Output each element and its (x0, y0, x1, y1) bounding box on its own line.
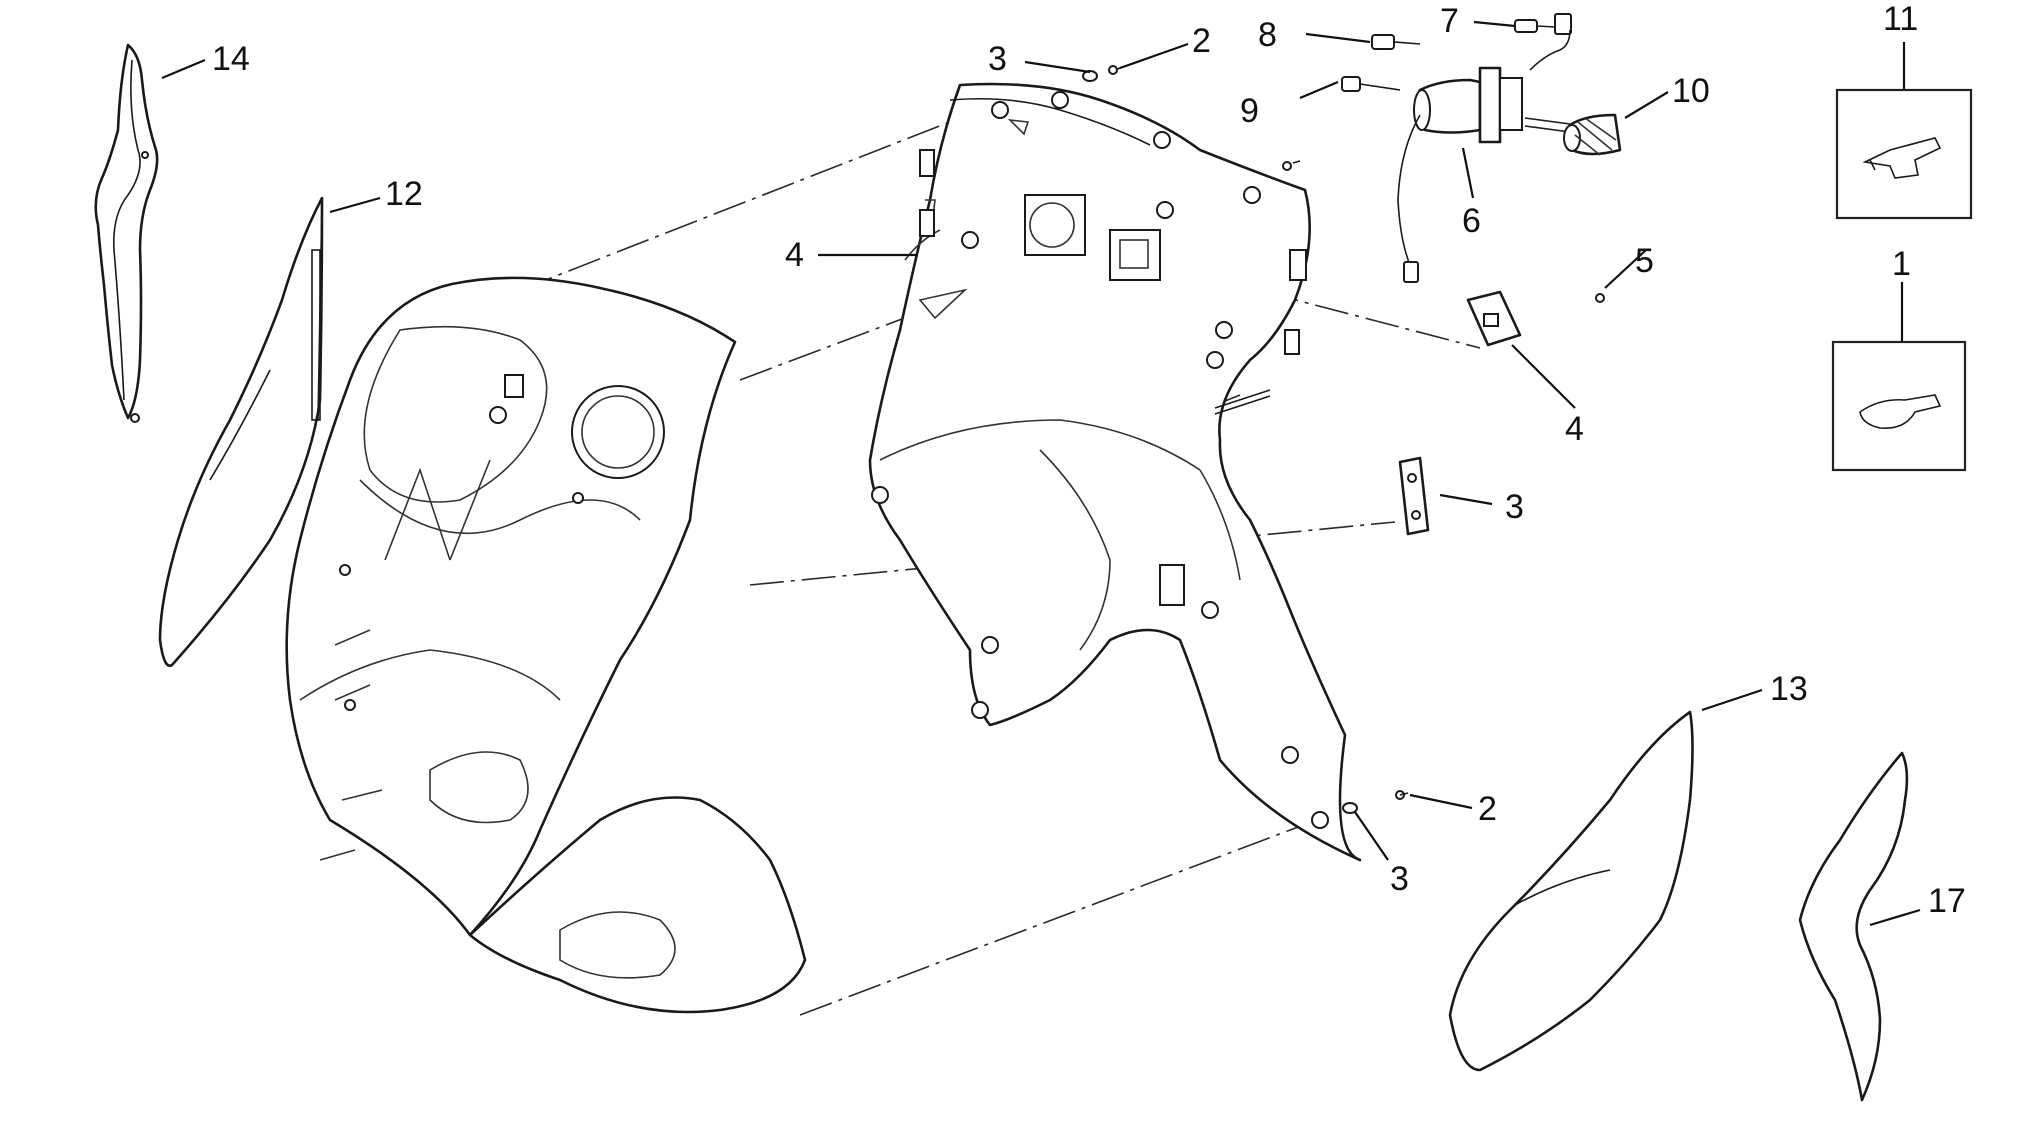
callout-17: 17 (1928, 882, 1966, 920)
callout-2-bottom: 2 (1478, 790, 1497, 828)
part-front-inner-shield (285, 276, 807, 1014)
callout-6: 4 (1565, 410, 1584, 448)
part-6-clip-nut (1466, 290, 1522, 347)
part-15-side-panel (1448, 710, 1694, 1072)
part-1-detail-box (1831, 340, 1967, 472)
callout-3-bottom: 3 (1390, 860, 1409, 898)
callout-labels: 14 12 3 2 4 8 7 9 10 6 5 4 3 11 1 13 2 3… (212, 0, 1966, 920)
callout-8: 6 (1462, 202, 1481, 240)
callout-11: 9 (1240, 92, 1259, 130)
part-rear-inner-panel (868, 82, 1362, 862)
callout-3-top: 3 (988, 40, 1007, 78)
part-13-detail-box (1835, 88, 1973, 220)
part-17-side-bracket (1798, 751, 1909, 1102)
part-16-side-bracket (94, 43, 159, 423)
part-8-ignition-lock (1397, 29, 1622, 283)
callout-13: 11 (1883, 0, 1918, 38)
callout-10: 8 (1258, 16, 1277, 54)
leader-lines (161, 20, 1921, 927)
callout-1: 1 (1892, 245, 1911, 283)
callout-5: 3 (1505, 488, 1524, 526)
callout-12: 10 (1672, 72, 1710, 110)
part-14-shield-panel (158, 196, 324, 667)
callout-2-top: 2 (1192, 22, 1211, 60)
callout-4: 4 (785, 236, 804, 274)
callout-9: 7 (1440, 2, 1459, 40)
part-screws-washers (1082, 13, 1605, 814)
callout-15: 13 (1770, 670, 1808, 708)
callout-16: 14 (212, 40, 250, 78)
callout-7: 5 (1635, 242, 1654, 280)
callout-14: 12 (385, 175, 423, 213)
part-5-bracket (1398, 456, 1430, 536)
